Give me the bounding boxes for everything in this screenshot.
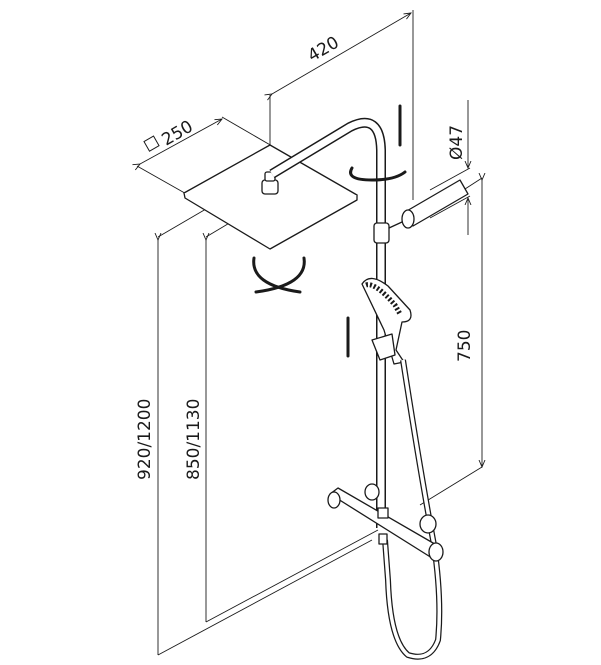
dimension-total-height: 920/1200 (135, 194, 231, 655)
adjust-arrows (252, 104, 407, 358)
tilt-arrow-icon-2 (254, 256, 306, 294)
tilt-arrow-icon (252, 256, 302, 294)
dimension-head-height: 850/1130 (184, 199, 269, 622)
dimension-label-920-1200: 920/1200 (135, 399, 155, 480)
dimension-label-750: 750 (455, 330, 475, 362)
dimension-label-47: Ø47 (447, 125, 467, 160)
floor-lines (157, 466, 483, 656)
hand-shower (361, 277, 412, 365)
overhead-shower-head (183, 144, 358, 250)
dimension-label-250: 250 (159, 117, 197, 151)
dimension-label-850-1130: 850/1130 (184, 399, 204, 480)
dimension-label-420: 420 (305, 33, 343, 67)
dimension-bracket-height: 750 (447, 178, 482, 467)
wall-bracket (388, 179, 469, 229)
dimension-wall-offset: Ø47 (429, 100, 470, 235)
rotate-arrow-icon (349, 166, 407, 182)
shower-hose (382, 359, 443, 660)
shower-riser (269, 117, 390, 528)
thermostatic-mixer (327, 483, 444, 562)
